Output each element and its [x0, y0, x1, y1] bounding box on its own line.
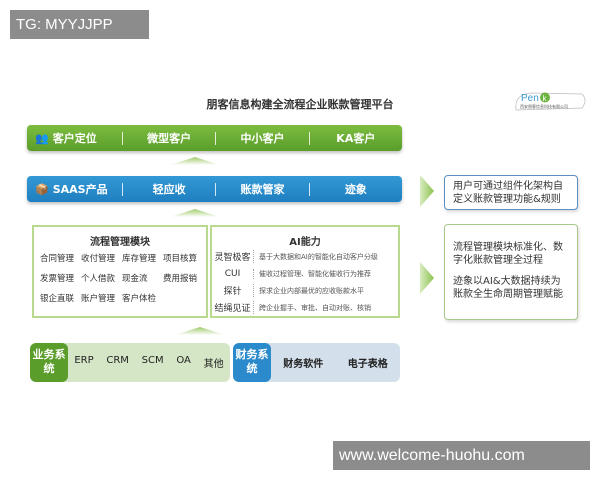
module-item: 库存管理	[122, 254, 157, 264]
bar-label: SAAS产品	[52, 183, 108, 196]
module-item: 费用报销	[163, 274, 198, 284]
module-item: 银企直联	[40, 294, 75, 304]
watermark: www.welcome-huohu.com	[333, 441, 590, 470]
note-box: 用户可通过组件化架构自定义账款管理功能&规则	[444, 175, 578, 210]
diagram-title: 朋客信息构建全流程企业账款管理平台	[206, 98, 394, 111]
module-item: 合同管理	[40, 254, 75, 264]
business-systems-label: 业务系统	[30, 343, 68, 382]
box-icon: 📦	[35, 182, 49, 196]
system-item: 其他	[203, 359, 224, 370]
note-text: 用户可通过组件化架构自定义账款管理功能&规则	[453, 181, 563, 205]
svg-text:Pen: Pen	[521, 93, 539, 104]
capability-name: 灵智极客	[212, 250, 254, 263]
system-item: 财务软件	[283, 359, 324, 370]
users-icon: 👥	[35, 131, 49, 145]
module-item: 账户管理	[81, 294, 116, 304]
up-arrow-icon	[170, 157, 220, 165]
finance-systems-bar: 财务系统 财务软件 电子表格	[233, 343, 400, 382]
bar-item: 迹象	[344, 183, 367, 196]
finance-systems-label: 财务系统	[233, 343, 271, 382]
capability-desc: 跨企业握手、审批、自动对账、核销	[259, 303, 371, 312]
capability-name: 结绳见证	[212, 301, 254, 314]
overlay-label: TG: MYYJJPP	[10, 10, 149, 39]
capability-name: CUI	[212, 268, 254, 279]
bar-item: KA客户	[336, 132, 376, 145]
customer-positioning-bar: 👥客户定位 微型客户 中小客户 KA客户	[27, 125, 402, 151]
module-title: AI能力	[289, 237, 321, 248]
note-text: 迹象以AI&大数据持续为账款全生命周期管理赋能	[453, 276, 563, 300]
bar-item: 轻应收	[152, 183, 186, 196]
system-item: SCM	[141, 355, 164, 366]
capability-desc: 催收过程管理、智能化催收行为推荐	[259, 269, 371, 278]
svg-text:西安朋客信息科技有限公司: 西安朋客信息科技有限公司	[520, 103, 568, 109]
system-item: OA	[176, 355, 191, 366]
saas-product-bar: 📦SAAS产品 轻应收 账款管家 迹象	[27, 176, 402, 202]
module-title: 流程管理模块	[90, 237, 150, 248]
capability-name: 探针	[212, 284, 254, 297]
module-item: 个人借款	[81, 274, 116, 284]
up-arrow-icon	[170, 209, 220, 217]
module-item: 项目核算	[163, 254, 198, 264]
system-item: 电子表格	[347, 359, 388, 370]
module-item: 收付管理	[81, 254, 116, 264]
bar-item: 微型客户	[147, 132, 192, 145]
system-item: ERP	[74, 355, 94, 366]
note-text: 流程管理模块标准化、数字化账款管理全过程	[453, 242, 563, 266]
capability-desc: 基于大数据和AI的智能化自动客户分级	[259, 252, 378, 261]
module-item: 发票管理	[40, 274, 75, 284]
ai-capability-row: 探针探求企业内部最优的应收账款水平	[212, 282, 398, 299]
ai-capability-row: 结绳见证跨企业握手、审批、自动对账、核销	[212, 299, 398, 316]
bar-item: 中小客户	[240, 132, 285, 145]
module-item: 现金流	[122, 274, 148, 284]
note-box: 流程管理模块标准化、数字化账款管理全过程迹象以AI&大数据持续为账款全生命周期管…	[444, 224, 578, 320]
process-module-box: 流程管理模块 合同管理收付管理库存管理项目核算发票管理个人借款现金流 费用报销银企…	[32, 225, 208, 318]
bar-item: 账款管家	[240, 183, 285, 196]
up-arrow-icon	[175, 327, 225, 335]
right-arrow-icon	[420, 262, 434, 294]
ai-capability-row: CUI 催收过程管理、智能化催收行为推荐	[212, 265, 398, 282]
ai-capability-row: 灵智极客基于大数据和AI的智能化自动客户分级	[212, 248, 398, 265]
capability-desc: 探求企业内部最优的应收账款水平	[259, 286, 364, 295]
bar-label: 客户定位	[52, 132, 97, 145]
ai-module-box: AI能力 灵智极客基于大数据和AI的智能化自动客户分级 CUI 催收过程管理、智能化…	[210, 225, 400, 318]
svg-text:k: k	[543, 94, 548, 103]
right-arrow-icon	[420, 175, 434, 207]
module-item: 客户体检	[122, 294, 157, 304]
system-item: CRM	[106, 355, 129, 366]
business-systems-bar: 业务系统 ERP CRM SCM OA 其他	[30, 343, 230, 382]
